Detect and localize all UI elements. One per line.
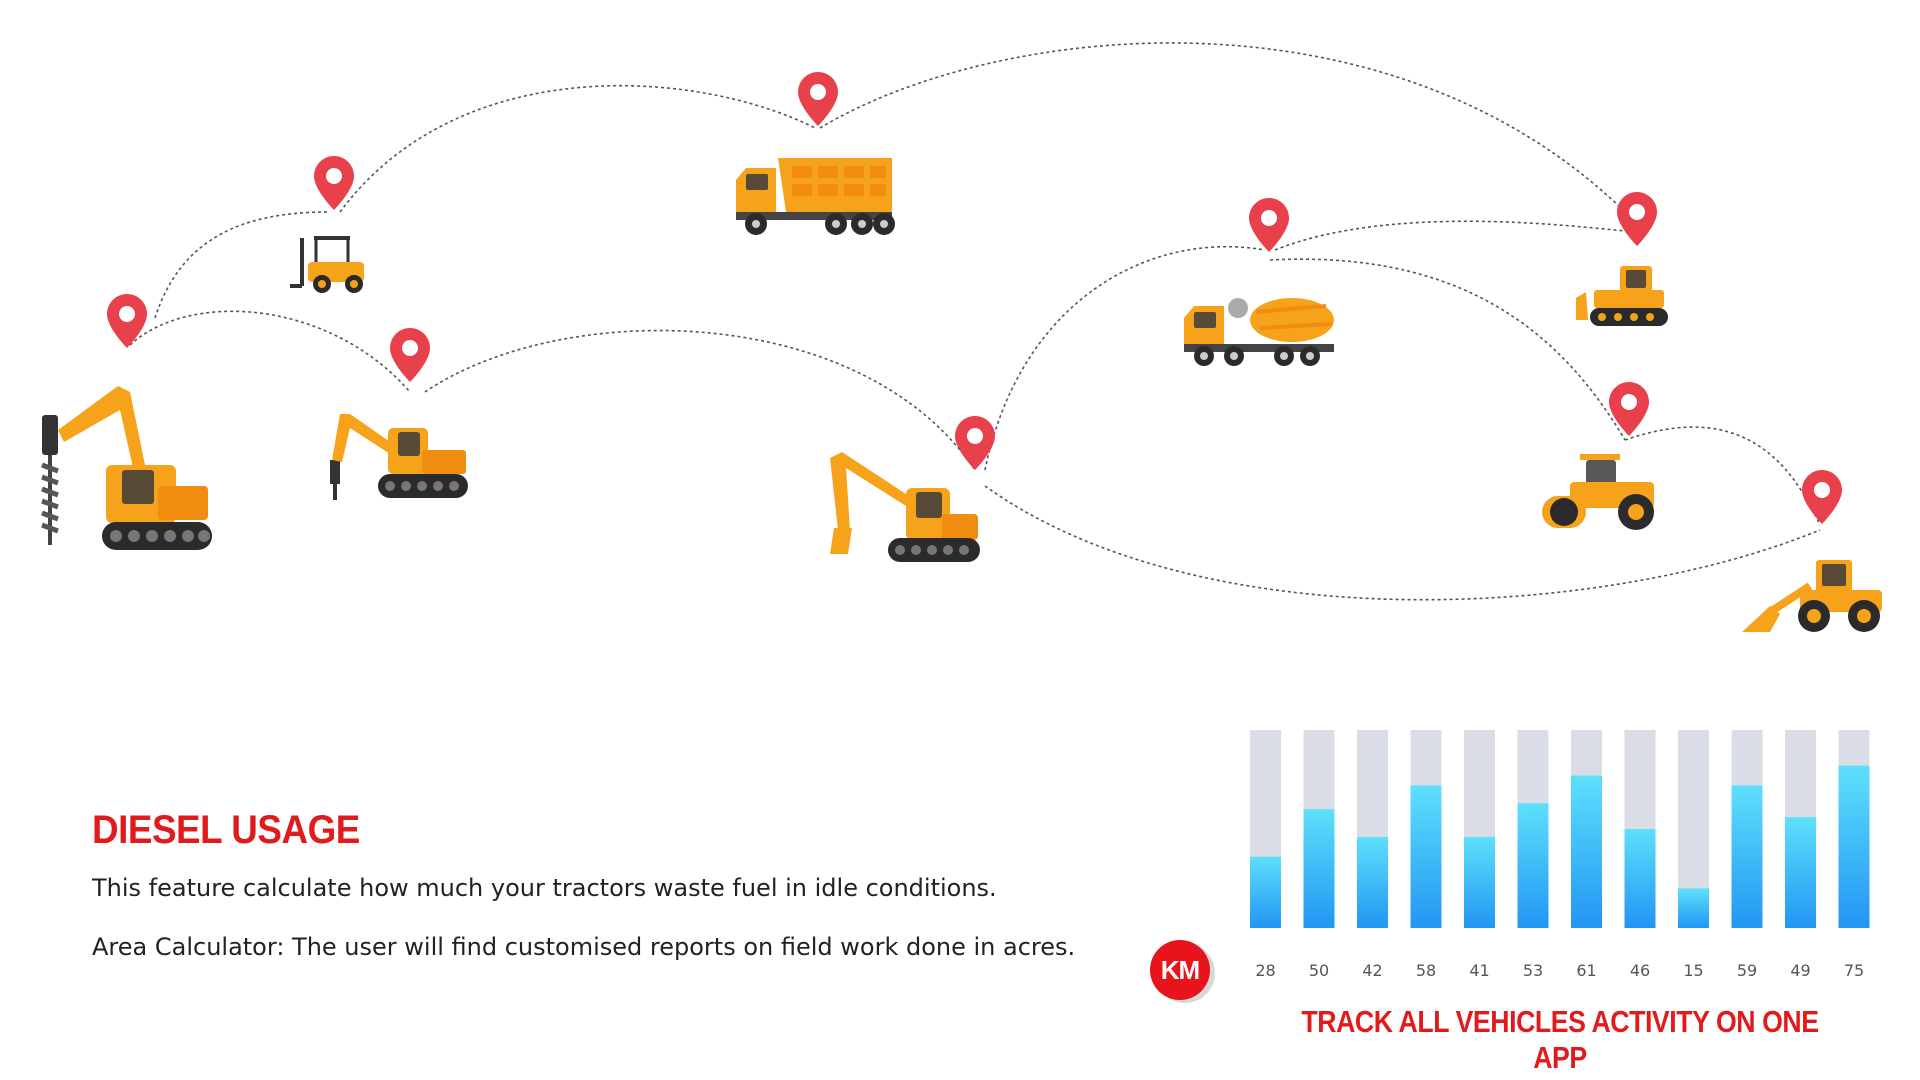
tick-label: 75 (1844, 961, 1864, 980)
route-line (984, 485, 1821, 601)
km-badge: KM (1150, 940, 1210, 1000)
chart-caption: TRACK ALL VEHICLES ACTIVITY ON ONE APP (1301, 1004, 1819, 1075)
tick-label: 28 (1255, 961, 1275, 980)
bar (1303, 809, 1335, 928)
map-pin-icon (798, 72, 838, 126)
wheel-loader-icon (1742, 560, 1882, 632)
dump-truck-icon (736, 158, 895, 235)
bar (1731, 785, 1763, 928)
map-pin-icon (1617, 192, 1657, 246)
map-pin-icon (1802, 470, 1842, 524)
tick-label: 46 (1630, 961, 1650, 980)
bar (1838, 765, 1870, 928)
tick-label: 49 (1790, 961, 1810, 980)
tick-label: 50 (1309, 961, 1329, 980)
bar (1785, 817, 1816, 928)
tick-label: 42 (1362, 961, 1382, 980)
route-line (819, 42, 1636, 223)
bar (1624, 829, 1656, 928)
area-calculator-description: Area Calculator: The user will find cust… (92, 933, 1076, 961)
bar (1410, 785, 1442, 928)
map-pin-icon (1609, 382, 1649, 436)
route-line (1274, 220, 1639, 251)
bar (1357, 836, 1388, 928)
map-pin-icon (955, 416, 995, 470)
bar (1571, 775, 1602, 928)
route-line (424, 329, 976, 471)
route-line (129, 310, 411, 393)
route-line (339, 84, 816, 213)
map-pin-icon (107, 294, 147, 348)
excavator-breaker-icon (330, 414, 468, 500)
feature-title: DIESEL USAGE (92, 808, 360, 852)
tick-label: 15 (1683, 961, 1703, 980)
forklift-icon (290, 236, 364, 293)
bulldozer-icon (1576, 266, 1668, 326)
bar (1250, 856, 1281, 928)
route-line (1269, 258, 1626, 441)
feature-description: This feature calculate how much your tra… (92, 874, 997, 902)
tick-label: 61 (1576, 961, 1596, 980)
route-line (984, 245, 1266, 471)
bar (1517, 803, 1549, 928)
excavator-auger-icon (41, 386, 212, 550)
map-pin-icon (314, 156, 354, 210)
cement-mixer-icon (1184, 298, 1334, 366)
tick-label: 53 (1523, 961, 1543, 980)
tick-label: 59 (1737, 961, 1757, 980)
road-roller-icon (1542, 454, 1654, 530)
map-pin-icon (1249, 198, 1289, 252)
bar (1678, 888, 1709, 928)
bar (1464, 836, 1495, 928)
route-line (154, 211, 329, 319)
excavator-icon (830, 452, 980, 562)
tick-label: 41 (1469, 961, 1489, 980)
tick-label: 58 (1416, 961, 1436, 980)
map-pin-icon (390, 328, 430, 382)
